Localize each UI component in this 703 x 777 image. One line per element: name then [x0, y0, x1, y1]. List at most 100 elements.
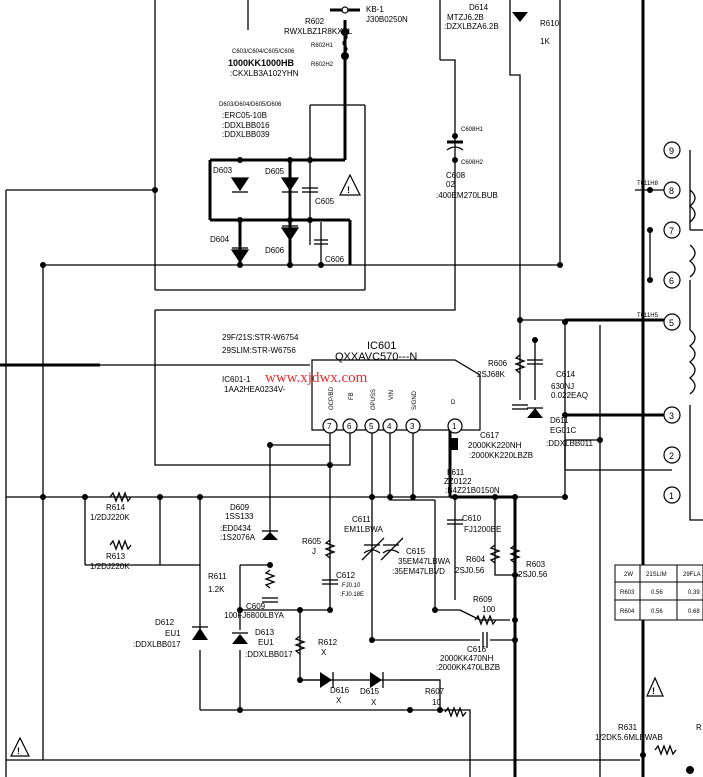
d616-value: X [336, 696, 342, 705]
ic-pin-5: 5 [369, 422, 374, 431]
watermark-text: www.xjdwx.com [265, 370, 368, 386]
pin-name-fb: FB [349, 392, 355, 400]
c614-label: C614 [556, 370, 576, 379]
c603-group: C603/C604/C605/C606 [232, 49, 295, 55]
c611-value: EM1LBWA [344, 525, 383, 534]
svg-text:!: ! [17, 746, 20, 756]
pin-name-sgnd: S/GND [412, 390, 418, 410]
pin-name-d: D [451, 400, 456, 406]
c609-label: C609 [246, 602, 266, 611]
d609-part2: :1S2076A [220, 533, 256, 542]
c614-value-1: 630NJ [551, 382, 574, 391]
r604-label: R604 [466, 555, 486, 564]
ic-pin-4: 4 [387, 422, 392, 431]
r612-label: R612 [318, 638, 338, 647]
t-pin-8: 8 [669, 186, 674, 196]
r605-value: J [312, 547, 316, 556]
junction-dots [40, 157, 694, 774]
r610-label: R610 [540, 19, 560, 28]
c605-label: C605 [315, 197, 335, 206]
r606-value: 2SJ68K [477, 370, 506, 379]
resistor-table: 2W 21SLIM 29FLA R603 0.56 0.39 R604 0.56… [614, 564, 703, 621]
table-cell-r2c1: R604 [620, 609, 635, 615]
c609-value: 100FJ6800LBYA [224, 611, 285, 620]
c611-label: C611 [352, 515, 371, 524]
r631-value: 1/2DK5.6MLBWAB [595, 733, 663, 742]
d609-part1: :ED0434 [220, 524, 252, 533]
ic601-1-label: IC601-1 [222, 375, 251, 384]
r631-prefix: R [696, 723, 702, 732]
t-pin-1: 1 [669, 491, 674, 501]
d614-label: D614 [469, 3, 489, 12]
d609-value: 1SS133 [225, 512, 254, 521]
pin-name-ocp: OCP/BD [329, 386, 335, 410]
pin-name-vin: VIN [389, 390, 395, 400]
d609-label: D609 [230, 503, 250, 512]
c606-label: C606 [325, 255, 345, 264]
c608-part: :400EM270LBUB [436, 191, 498, 200]
r602h2-label: R602H2 [311, 62, 334, 68]
d604-label: D604 [210, 235, 230, 244]
c617-label: C617 [480, 431, 500, 440]
r614-value: 1/2DJ220K [90, 513, 130, 522]
c608-label: C608 [446, 171, 466, 180]
d603-group: D603/D604/D605/D606 [219, 102, 282, 108]
r631-label: R631 [618, 723, 638, 732]
r607-value: 10 [432, 698, 441, 707]
t-pin-3: 3 [669, 411, 674, 421]
d614-part2: :DZXLBZA6.2B [444, 22, 499, 31]
r602-part: RWXLBZ1R8KXAL [284, 27, 353, 36]
r607-label: R607 [425, 687, 445, 696]
d603-label: D603 [213, 166, 233, 175]
r613-value: 1/2DJ220K [90, 562, 130, 571]
r609-label: R609 [473, 595, 493, 604]
components: ! ! ! [10, 6, 677, 757]
kb1-part: J30B0250N [366, 15, 408, 24]
r612-value: X [321, 648, 327, 657]
kb1-label: KB-1 [366, 5, 384, 14]
ic601-part: QXXAVC570---N [335, 351, 417, 363]
d615-value: X [371, 698, 377, 707]
t-pin-9: 9 [669, 146, 674, 156]
t-pin-6: 6 [669, 276, 674, 286]
r603-value: 2SJ0.56 [518, 570, 548, 579]
c608h2-label: C608H2 [461, 160, 484, 166]
c617-part: :2000KK220LBZB [469, 451, 533, 460]
c616-part: :2000KK470LBZB [436, 663, 500, 672]
l611-value: ZZ0122 [444, 477, 472, 486]
c614-value-2: 0.022EAQ [551, 391, 588, 400]
ic-variant-2: 29SLIM:STR-W6756 [222, 346, 296, 355]
labels: KB-1 J30B0250N R602 RWXLBZ1R8KXAL R602H1… [90, 3, 702, 742]
d616-label: D616 [330, 686, 350, 695]
d612-part: :DDXLBB017 [133, 640, 181, 649]
d606-label: D606 [265, 246, 285, 255]
ic-pin-1: 1 [452, 422, 457, 431]
ic601-label: IC601 [367, 340, 396, 352]
c612-value-1: FJ0.10 [342, 583, 361, 589]
c610-label: C610 [462, 514, 482, 523]
c603-part: :CKXLB3A102YHN [230, 69, 299, 78]
l611-label: L611 [447, 468, 465, 477]
c608h1-label: C608H1 [461, 127, 484, 133]
table-cell-r1c2: 0.56 [651, 590, 663, 596]
d605-label: D605 [265, 167, 285, 176]
t611h5-label: T611H5 [637, 313, 659, 319]
table-cell-r1c1: R603 [620, 590, 635, 596]
t-pin-2: 2 [669, 451, 674, 461]
r609-value: 100 [482, 605, 496, 614]
r611-label: R611 [208, 572, 227, 581]
transformer-pins: 9 8 7 6 5 3 2 1 [649, 141, 696, 504]
d613-label: D613 [255, 628, 275, 637]
c615-part: :35EM47LBVD [392, 567, 445, 576]
svg-text:!: ! [652, 686, 655, 696]
d611-part: :DDXLBB011 [546, 439, 594, 448]
r602-label: R602 [305, 17, 325, 26]
c610-value: FJ1200BE [464, 525, 501, 534]
table-cell-r1c3: 0.39 [688, 590, 700, 596]
c615-label: C615 [406, 547, 426, 556]
c615-value: 35EM47LBWA [398, 557, 451, 566]
c616-value: 2000KK470NH [440, 654, 494, 663]
ic-pin-7: 7 [327, 422, 332, 431]
svg-text:!: ! [347, 185, 350, 195]
ic601-pins: 7 6 5 4 3 1 OCP/BD FB OPUSS VIN S/GND D [322, 386, 463, 434]
